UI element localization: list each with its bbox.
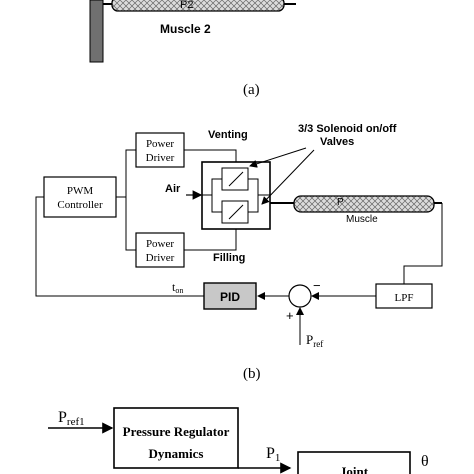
power-driver-bottom-line2: Driver xyxy=(146,252,175,264)
caption-a: (a) xyxy=(243,82,260,98)
valves-pointer-bottom xyxy=(261,149,315,205)
muscle-2-label: Muscle 2 xyxy=(160,22,211,36)
valves-annotation-line1: 3/3 Solenoid on/off xyxy=(298,123,397,135)
valve-inlet-bottom xyxy=(211,195,222,213)
panel-c: Pref1 Pressure Regulator Dynamics P1 Joi… xyxy=(48,407,429,474)
wire-driver-bottom-to-valve xyxy=(184,229,237,251)
pwm-controller-line2: Controller xyxy=(57,199,103,211)
muscle-2-pressure-symbol: P2 xyxy=(180,0,193,11)
muscle-pressure-symbol: P xyxy=(337,197,344,208)
filling-valve xyxy=(221,200,249,224)
pwm-controller-box xyxy=(43,176,117,218)
wire-muscle-to-lpf xyxy=(403,203,443,284)
air-label: Air xyxy=(165,183,181,195)
valves-pointer-top xyxy=(249,147,307,168)
muscle-2-body xyxy=(111,0,285,12)
wire-pid-to-pwm xyxy=(35,196,204,297)
pref1-label: Pref1 xyxy=(58,409,85,428)
filling-label: Filling xyxy=(213,252,245,264)
pid-box xyxy=(203,282,257,310)
theta-symbol: θ xyxy=(421,453,429,470)
pressure-regulator-line2: Dynamics xyxy=(149,446,204,461)
wire-driver-top-to-valve xyxy=(184,149,237,162)
caption-b: (b) xyxy=(243,366,261,382)
valves-annotation-line2: Valves xyxy=(320,136,354,148)
power-driver-top-line1: Power xyxy=(146,138,174,150)
ton-label: ton xyxy=(172,280,183,295)
lpf-box xyxy=(375,283,433,309)
panel-b: PWM Controller Power Driver Power Driver… xyxy=(35,123,443,382)
venting-valve-switch xyxy=(228,171,244,187)
filling-valve-switch xyxy=(228,204,244,220)
venting-label: Venting xyxy=(208,129,248,141)
venting-valve xyxy=(221,167,249,191)
joint-box xyxy=(297,451,411,474)
power-driver-bottom-line1: Power xyxy=(146,238,174,250)
pwm-controller-line1: PWM xyxy=(67,185,94,197)
solenoid-valve-block xyxy=(201,161,271,230)
pid-label: PID xyxy=(220,290,240,304)
pressure-regulator-box xyxy=(113,407,239,469)
muscle-body xyxy=(293,195,435,213)
panel-a: P2 Muscle 2 (a) xyxy=(89,0,296,98)
p1-label: P1 xyxy=(266,445,280,464)
mounting-post xyxy=(89,0,104,63)
valve-inlet-top xyxy=(202,178,222,196)
pressure-regulator-line1: Pressure Regulator xyxy=(123,424,230,439)
sum-minus-sign: − xyxy=(313,278,321,293)
muscle-label: Muscle xyxy=(346,214,378,225)
pref-label: Pref xyxy=(306,332,323,349)
summing-junction xyxy=(288,284,312,308)
power-driver-top-line2: Driver xyxy=(146,152,175,164)
wire-pwm-to-driver-top xyxy=(116,149,136,198)
joint-box-label: Joint xyxy=(340,464,369,474)
sum-plus-sign: + xyxy=(286,308,294,323)
lpf-label: LPF xyxy=(395,292,414,304)
wire-pwm-to-driver-bottom xyxy=(125,197,136,251)
